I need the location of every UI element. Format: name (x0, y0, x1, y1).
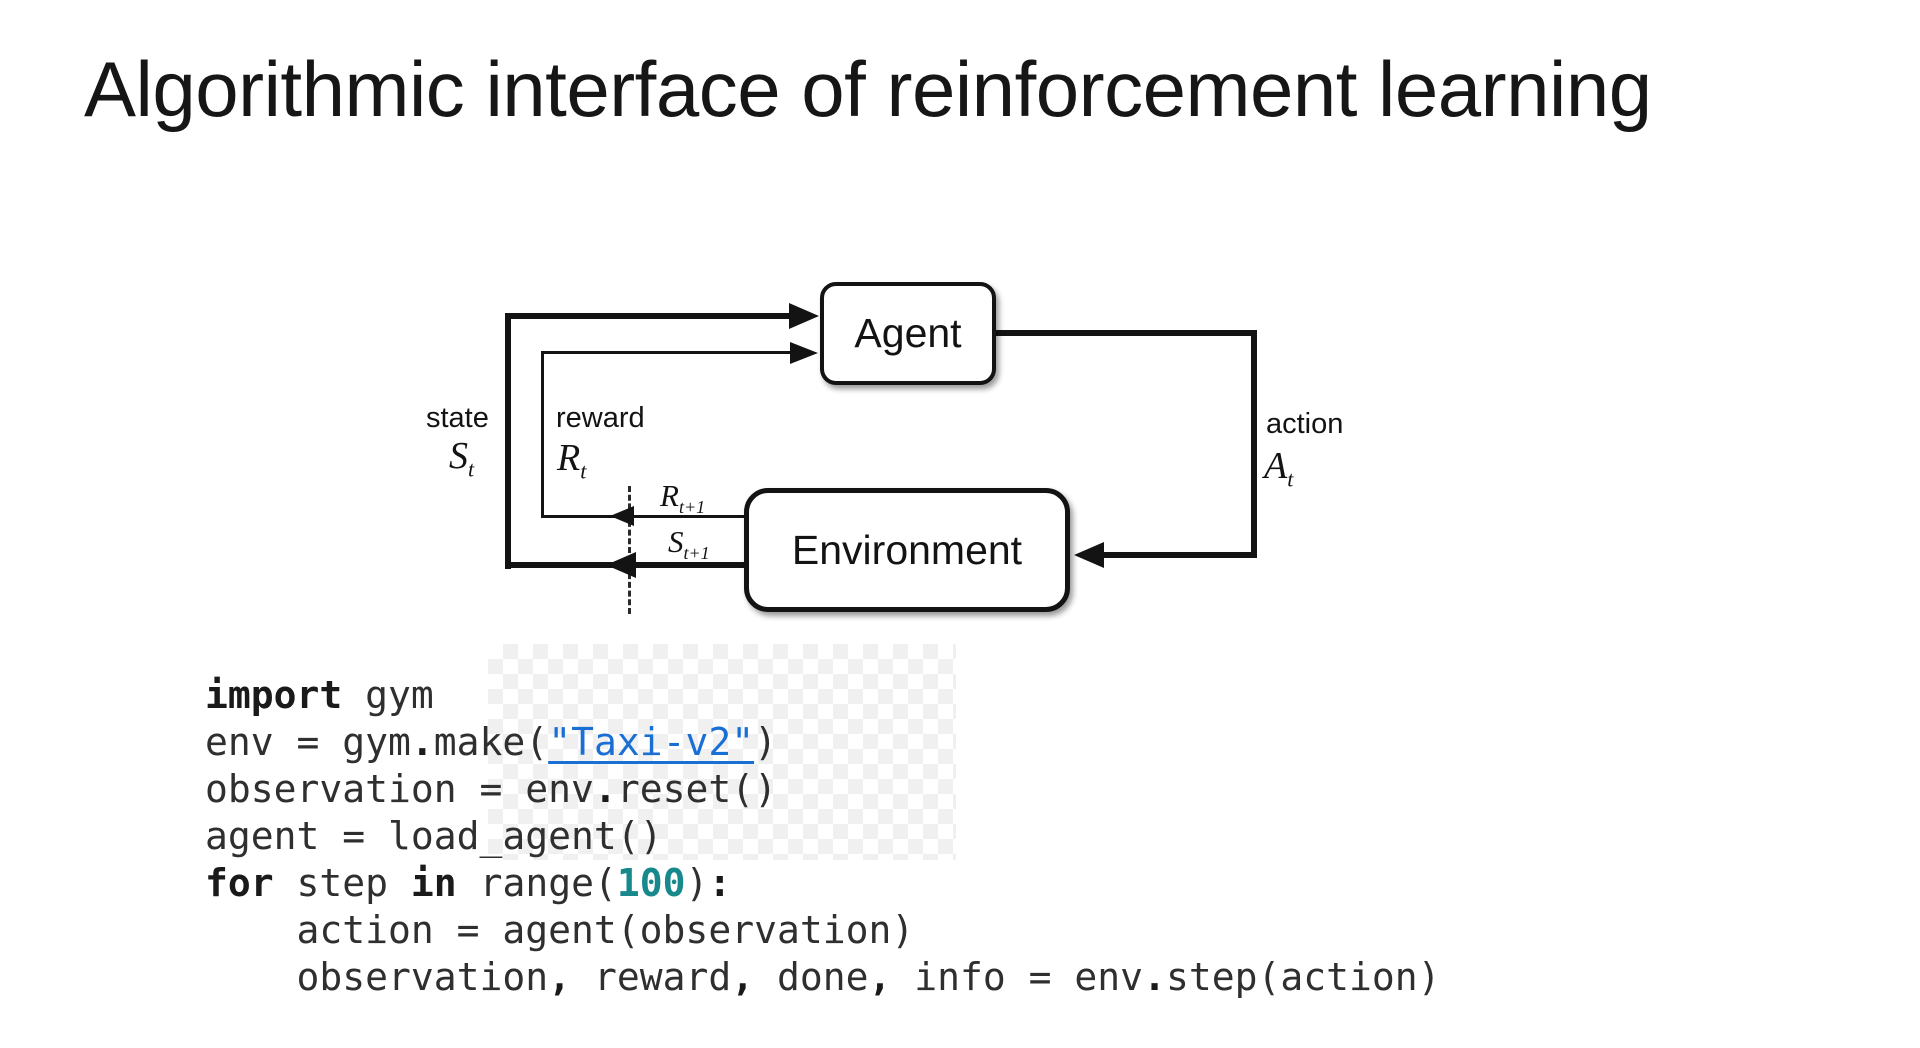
code-segment: 100 (616, 861, 686, 905)
code-segment: done (754, 955, 869, 999)
taxi-v2-link[interactable]: "Taxi-v2" (548, 720, 755, 764)
code-segment: observation = env (205, 767, 594, 811)
reward-line-vertical (541, 351, 544, 518)
code-line: observation = env.reset() (205, 766, 1441, 813)
reward-arrowhead-icon (790, 342, 818, 364)
code-segment: info = env (891, 955, 1144, 999)
code-segment: , (548, 955, 572, 999)
code-segment: ) (685, 861, 709, 905)
code-segment: for (205, 861, 274, 905)
code-segment: ) (754, 720, 777, 764)
code-segment: , (731, 955, 755, 999)
agent-box: Agent (820, 282, 996, 385)
reward-symbol: Rt (557, 437, 587, 484)
code-segment: step (273, 861, 411, 905)
state-line-vertical (505, 313, 511, 569)
code-segment: , (868, 955, 892, 999)
timestep-boundary-dashed-line (628, 486, 631, 614)
reward-next-symbol: Rt+1 (660, 478, 706, 518)
page-title: Algorithmic interface of reinforcement l… (84, 45, 1652, 133)
code-line: for step in range(100): (205, 860, 1441, 907)
code-segment: . (410, 720, 434, 764)
code-segment: env = gym (205, 720, 411, 764)
code-segment: : (708, 861, 732, 905)
code-segment: gym (342, 673, 434, 717)
action-label: action (1266, 408, 1344, 440)
reward-next-arrowhead-icon (610, 506, 634, 526)
code-line: agent = load_agent() (205, 813, 1441, 860)
state-line-horizontal (505, 313, 790, 319)
reward-line-horizontal (541, 351, 791, 354)
code-segment: in (410, 861, 457, 905)
code-segment: observation (205, 955, 549, 999)
code-segment: range( (456, 861, 617, 905)
state-symbol: St (449, 435, 475, 482)
code-segment: . (1143, 955, 1166, 999)
reward-label: reward (556, 402, 645, 434)
code-line: action = agent(observation) (205, 907, 1441, 954)
action-line-bottom (1100, 552, 1257, 558)
state-next-arrowhead-icon (606, 552, 636, 578)
code-segment: agent = load_agent() (205, 814, 663, 858)
action-line-top (994, 330, 1257, 336)
state-next-symbol: St+1 (668, 524, 710, 564)
code-line: env = gym.make("Taxi-v2") (205, 719, 1441, 766)
action-line-vertical (1251, 330, 1257, 558)
code-segment: import (205, 673, 343, 717)
reward-next-line (543, 515, 744, 518)
environment-box-label: Environment (791, 526, 1023, 573)
code-segment: reset() (616, 767, 777, 811)
code-segment: . (593, 767, 617, 811)
action-arrowhead-icon (1074, 542, 1104, 568)
agent-box-label: Agent (854, 310, 962, 356)
transparency-checkerboard (488, 644, 956, 860)
code-segment: make( (433, 720, 549, 764)
action-symbol: At (1264, 445, 1294, 492)
code-segment: action = agent(observation) (205, 908, 915, 952)
code-segment: reward (571, 955, 732, 999)
code-line: observation, reward, done, info = env.st… (205, 954, 1441, 1001)
state-arrowhead-icon (789, 303, 819, 329)
state-label: state (426, 402, 489, 434)
environment-box: Environment (744, 488, 1070, 612)
code-segment: step(action) (1165, 955, 1441, 999)
code-line: import gym (205, 672, 1441, 719)
